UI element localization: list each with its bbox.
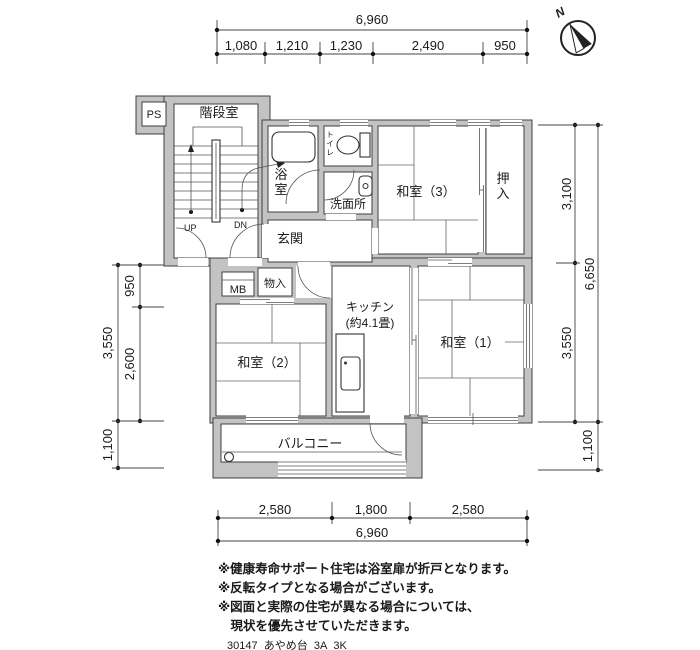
notes: ※健康寿命サポート住宅は浴室扉が折戸となります。 ※反転タイプとなる場合がござい… — [218, 561, 516, 650]
closet-room — [485, 125, 525, 255]
dimension-top: 6,960 1,080 1,210 1,230 2,490 950 — [214, 12, 530, 64]
room-interiors — [141, 101, 525, 463]
dim-right-1100: 1,100 — [580, 430, 595, 463]
dim-top-seg2: 1,210 — [276, 38, 309, 53]
compass-north-label: N — [553, 4, 568, 21]
compass-needle-icon — [569, 23, 592, 54]
dim-bottom-seg1: 2,580 — [259, 502, 292, 517]
note-line-3: ※図面と実際の住宅が異なる場合については、 — [218, 599, 480, 614]
sliding-door-closet — [477, 128, 485, 252]
storage-room — [257, 267, 293, 297]
toilet-icon — [336, 132, 371, 158]
washroom-label: 洗面所 — [330, 197, 366, 211]
dim-left-1100: 1,100 — [100, 429, 115, 462]
window-top-5 — [500, 120, 522, 128]
dim-top-seg1: 1,080 — [225, 38, 258, 53]
entrance-label: 玄関 — [277, 231, 303, 246]
dim-bottom-total: 6,960 — [356, 525, 389, 540]
svg-text:ト: ト — [326, 130, 334, 139]
svg-text:室: 室 — [274, 182, 287, 197]
down-label: DN — [234, 220, 247, 230]
dim-right-3100: 3,100 — [559, 178, 574, 211]
sliding-door-washitsu1 — [410, 268, 418, 414]
balcony-drain-icon — [223, 451, 235, 463]
washitsu2-room — [215, 303, 327, 417]
entrance-hall-room — [267, 219, 373, 263]
door-arcs — [175, 169, 403, 456]
door-neighbor — [175, 227, 207, 259]
balcony-label: バルコニー — [278, 436, 343, 451]
dimension-left: 950 2,600 3,550 1,100 — [100, 262, 164, 471]
kitchen-sink-icon — [335, 333, 365, 413]
fixtures — [222, 131, 406, 477]
washitsu3-label: 和室（3） — [396, 184, 455, 199]
window-top-3 — [430, 120, 456, 128]
dim-left-2600: 2,600 — [122, 348, 137, 381]
dim-top-seg3: 1,230 — [330, 38, 363, 53]
door-balcony — [369, 422, 403, 456]
stairs: UP DN — [174, 126, 285, 233]
svg-text:入: 入 — [496, 186, 509, 201]
svg-text:浴: 浴 — [274, 167, 287, 182]
stairwell-label: 階段室 — [199, 105, 238, 120]
door-hall-kitchen — [297, 265, 331, 299]
ps-label: PS — [147, 109, 162, 121]
dim-bottom-seg3: 2,580 — [452, 502, 485, 517]
dim-bottom-seg2: 1,800 — [355, 502, 388, 517]
up-arrow-icon — [188, 144, 194, 152]
sliding-door-washitsu3 — [428, 258, 472, 266]
meter-box-label: MB — [230, 284, 247, 296]
window-top-4 — [468, 120, 490, 128]
kitchen-label: キッチン — [346, 300, 394, 314]
dim-right-3550: 3,550 — [559, 327, 574, 360]
note-line-2: ※反転タイプとなる場合がございます。 — [218, 580, 441, 595]
note-line-4: 現状を優先させていただきます。 — [218, 618, 417, 633]
window-top-1 — [289, 120, 309, 128]
dim-left-3550: 3,550 — [100, 327, 115, 360]
room-labels: PS 階段室 浴 室 ト イ レ 洗面所 玄関 MB 物入 和室（3） 押 入 … — [147, 105, 510, 451]
up-label: UP — [184, 223, 197, 233]
dim-top-seg5: 950 — [494, 38, 516, 53]
door-washroom — [323, 169, 355, 201]
openings-and-windows — [178, 120, 532, 425]
storage-label: 物入 — [264, 276, 286, 290]
window-bottom-washitsu2 — [246, 415, 298, 423]
svg-text:押: 押 — [496, 171, 509, 186]
sliding-door-washitsu2 — [240, 298, 294, 304]
window-right-washitsu1 — [524, 304, 532, 368]
ps-room — [141, 101, 167, 127]
compass: N — [553, 4, 596, 56]
down-arrow-path — [241, 163, 279, 210]
dim-left-950: 950 — [122, 275, 137, 297]
washbasin-icon — [358, 175, 373, 197]
door-bath — [285, 169, 321, 205]
kitchen-hall-strip — [296, 266, 336, 298]
bathtub-icon — [271, 131, 316, 163]
toilet-label: ト イ レ — [326, 130, 334, 157]
stair-landing-outline — [192, 126, 243, 146]
svg-text:レ: レ — [326, 148, 334, 157]
dim-top-seg4: 2,490 — [412, 38, 445, 53]
window-top-2 — [340, 120, 368, 128]
drawing-id: 30147_あやめ台_3A_3K — [227, 638, 348, 650]
dim-top-total: 6,960 — [356, 12, 389, 27]
dimension-bottom: 2,580 1,800 2,580 6,960 — [215, 502, 530, 546]
bath-label: 浴 室 — [274, 167, 287, 197]
door-entrance — [229, 223, 265, 259]
closet-label: 押 入 — [496, 171, 509, 201]
tatami-lines — [216, 126, 524, 416]
washitsu2-label: 和室（2） — [237, 355, 296, 370]
dim-right-6650: 6,650 — [582, 258, 597, 291]
washitsu3-room — [377, 125, 479, 255]
svg-text:イ: イ — [326, 139, 334, 148]
dimension-right: 3,100 3,550 6,650 1,100 — [538, 122, 603, 473]
note-line-1: ※健康寿命サポート住宅は浴室扉が折戸となります。 — [218, 561, 516, 576]
balcony-screen — [278, 460, 406, 477]
balcony-floor — [220, 423, 407, 463]
kitchen-size-label: (約4.1畳) — [346, 315, 395, 330]
window-bottom-washitsu1 — [428, 413, 518, 425]
meter-box-room — [221, 271, 255, 297]
washitsu1-label: 和室（1） — [440, 335, 499, 350]
